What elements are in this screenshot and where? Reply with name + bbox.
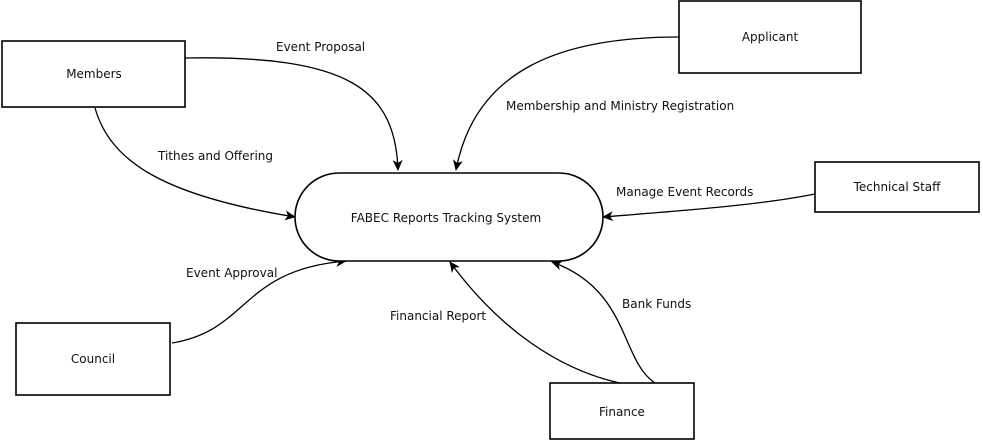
- flow-manage-event-records-line: [602, 193, 816, 222]
- process-shape: [294, 172, 604, 262]
- flow-event-approval-line: [171, 256, 347, 344]
- flow-financial-report-label: Financial Report: [390, 309, 486, 323]
- process-label: FABEC Reports Tracking System: [351, 211, 541, 225]
- entity-applicant-label: Applicant: [742, 30, 799, 44]
- flow-tithes-offering-line: [94, 107, 296, 221]
- entity-council-box: [15, 322, 171, 396]
- entity-members-box: [1, 40, 186, 108]
- entity-council-label: Council: [71, 352, 115, 366]
- flow-membership-registration-label: Membership and Ministry Registration: [506, 99, 734, 113]
- entity-applicant-box: [678, 0, 862, 74]
- entity-technical-staff-label: Technical Staff: [853, 180, 942, 194]
- flow-bank-funds-label: Bank Funds: [622, 297, 691, 311]
- entity-members-label: Members: [66, 67, 122, 81]
- flow-manage-event-records-label: Manage Event Records: [616, 185, 753, 199]
- flow-membership-registration-line: [452, 36, 680, 171]
- flow-bank-funds-line: [551, 260, 656, 384]
- flow-event-proposal-label: Event Proposal: [276, 40, 365, 54]
- flow-event-approval-label: Event Approval: [186, 266, 277, 280]
- entity-finance-box: [549, 382, 695, 440]
- entity-finance-label: Finance: [599, 405, 645, 419]
- flow-event-proposal-line: [184, 57, 403, 171]
- flow-financial-report-line: [449, 261, 621, 384]
- flow-tithes-offering-label: Tithes and Offering: [157, 149, 273, 163]
- entity-technical-staff-box: [814, 161, 980, 213]
